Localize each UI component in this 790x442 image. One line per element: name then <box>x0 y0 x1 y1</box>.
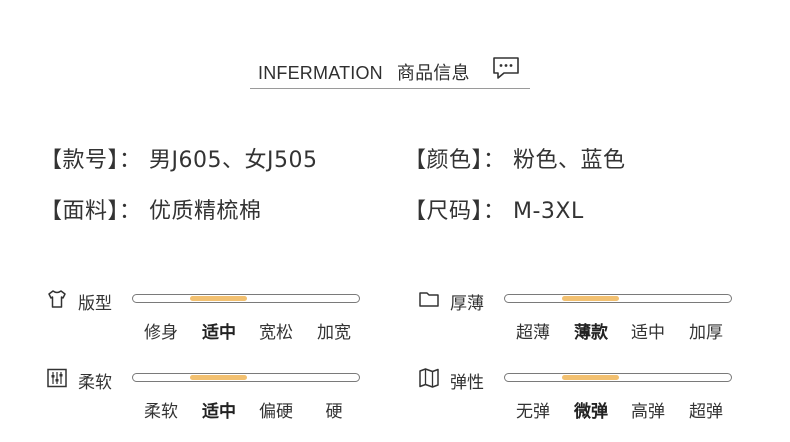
thickness-option: 加厚 <box>689 323 723 343</box>
elasticity-option: 高弹 <box>631 402 665 422</box>
sliders-icon <box>47 368 67 388</box>
attr-softness-scale <box>132 373 360 382</box>
thickness-option-selected: 薄款 <box>574 323 608 343</box>
softness-option: 偏硬 <box>259 402 293 422</box>
softness-option: 硬 <box>325 402 343 422</box>
attr-thickness-label: 厚薄 <box>450 294 484 314</box>
tshirt-icon <box>48 290 66 308</box>
elasticity-option: 无弹 <box>516 402 550 422</box>
attr-elasticity-scale <box>504 373 732 382</box>
attr-elasticity: 弹性 无弹 微弹 高弹 超弹 <box>418 367 748 427</box>
fit-option: 宽松 <box>259 323 293 343</box>
fit-option-selected: 适中 <box>202 323 236 343</box>
attr-thickness: 厚薄 超薄 薄款 适中 加厚 <box>418 288 748 348</box>
attr-softness: 柔软 柔软 适中 偏硬 硬 <box>46 367 376 427</box>
attr-thickness-indicator <box>562 295 619 301</box>
fit-option: 修身 <box>144 323 178 343</box>
thickness-option: 超薄 <box>516 323 550 343</box>
size-range: 【尺码】： M-3XL <box>404 199 584 224</box>
attr-fit: 版型 修身 适中 宽松 加宽 <box>46 288 376 348</box>
softness-option: 柔软 <box>144 402 178 422</box>
attr-softness-label: 柔软 <box>78 373 112 393</box>
attr-fit-label: 版型 <box>78 294 112 314</box>
style-number: 【款号】： 男J605、女J505 <box>40 148 318 173</box>
header-title-cn: 商品信息 <box>396 63 470 83</box>
thickness-option: 适中 <box>631 323 665 343</box>
header-underline <box>250 88 530 89</box>
attr-softness-indicator <box>190 374 247 380</box>
header-title: INFERMATION 商品信息 <box>258 59 470 85</box>
elasticity-option-selected: 微弹 <box>574 402 608 422</box>
chat-bubble-icon <box>493 57 519 79</box>
fit-option: 加宽 <box>317 323 351 343</box>
map-icon <box>419 368 439 388</box>
fabric: 【面料】： 优质精梳棉 <box>40 199 262 224</box>
attr-elasticity-label: 弹性 <box>450 373 484 393</box>
header-title-en: INFERMATION <box>258 63 383 83</box>
attr-fit-indicator <box>190 295 247 301</box>
info-header: INFERMATION 商品信息 <box>250 50 530 90</box>
elasticity-option: 超弹 <box>689 402 723 422</box>
softness-option-selected: 适中 <box>202 402 236 422</box>
attr-fit-scale <box>132 294 360 303</box>
attr-elasticity-indicator <box>562 374 619 380</box>
folder-icon <box>419 292 439 307</box>
attr-thickness-scale <box>504 294 732 303</box>
product-color: 【颜色】： 粉色、蓝色 <box>404 148 626 173</box>
